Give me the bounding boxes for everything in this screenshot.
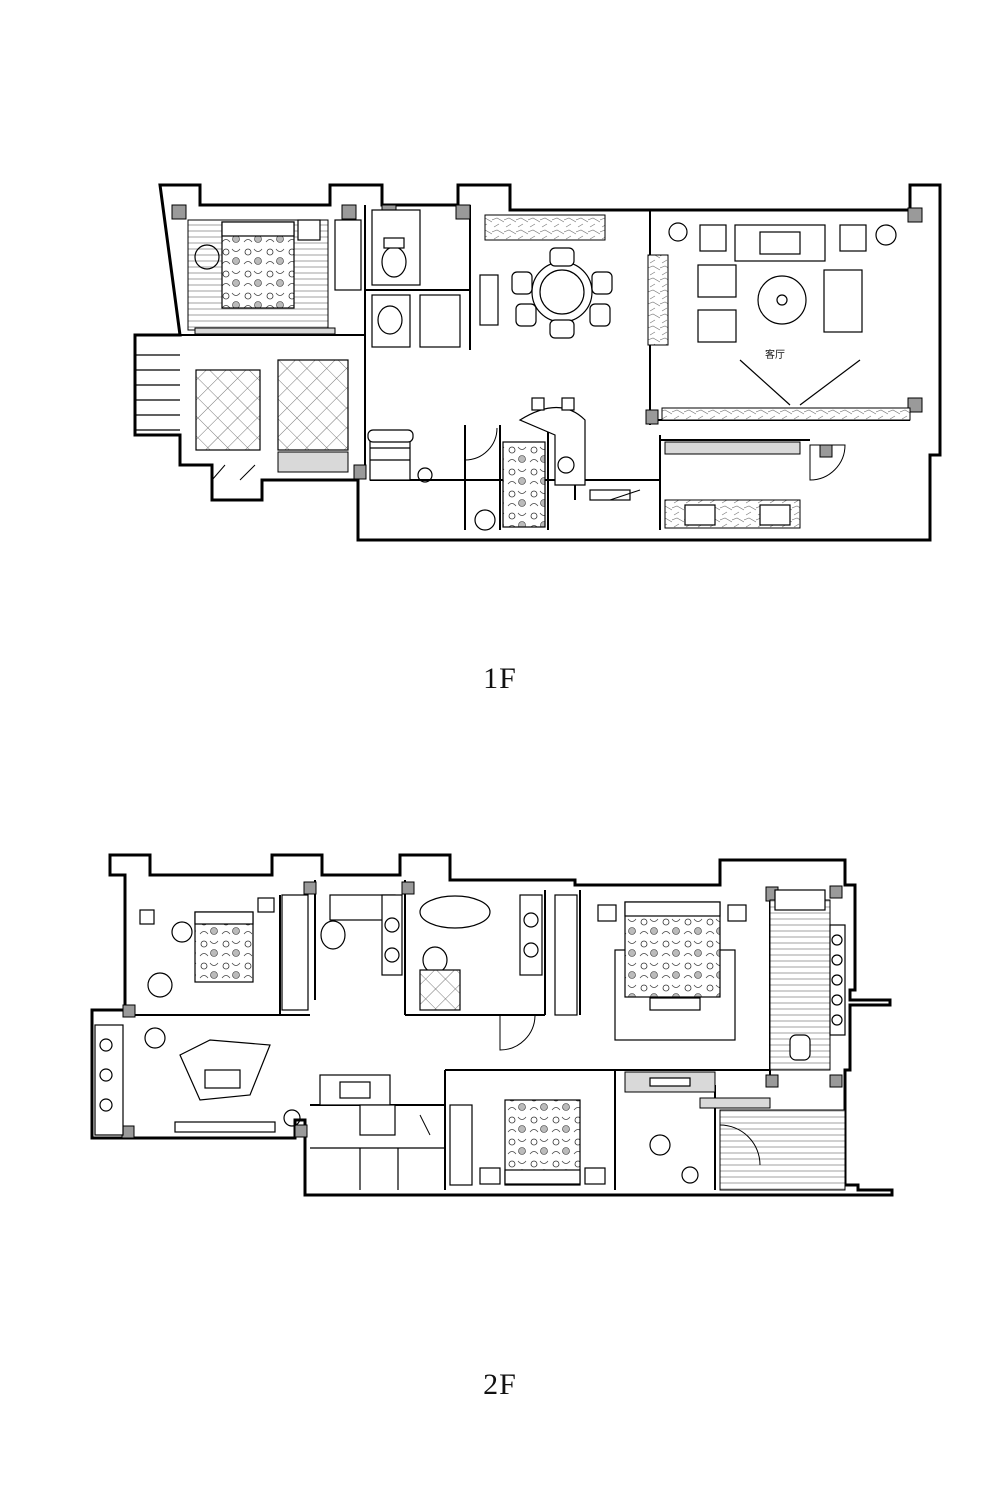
room-label-living: 客厅 xyxy=(765,348,785,361)
floor-plan-1f: 客厅 xyxy=(0,180,1000,550)
floor-plan-2f xyxy=(0,850,1000,1220)
floor-plan-2f-drawing xyxy=(90,853,894,1197)
floor-label-2f: 2F xyxy=(483,1368,517,1401)
floor-plan-1f-drawing: 客厅 xyxy=(133,183,942,542)
floor-label-1f: 1F xyxy=(483,662,517,695)
